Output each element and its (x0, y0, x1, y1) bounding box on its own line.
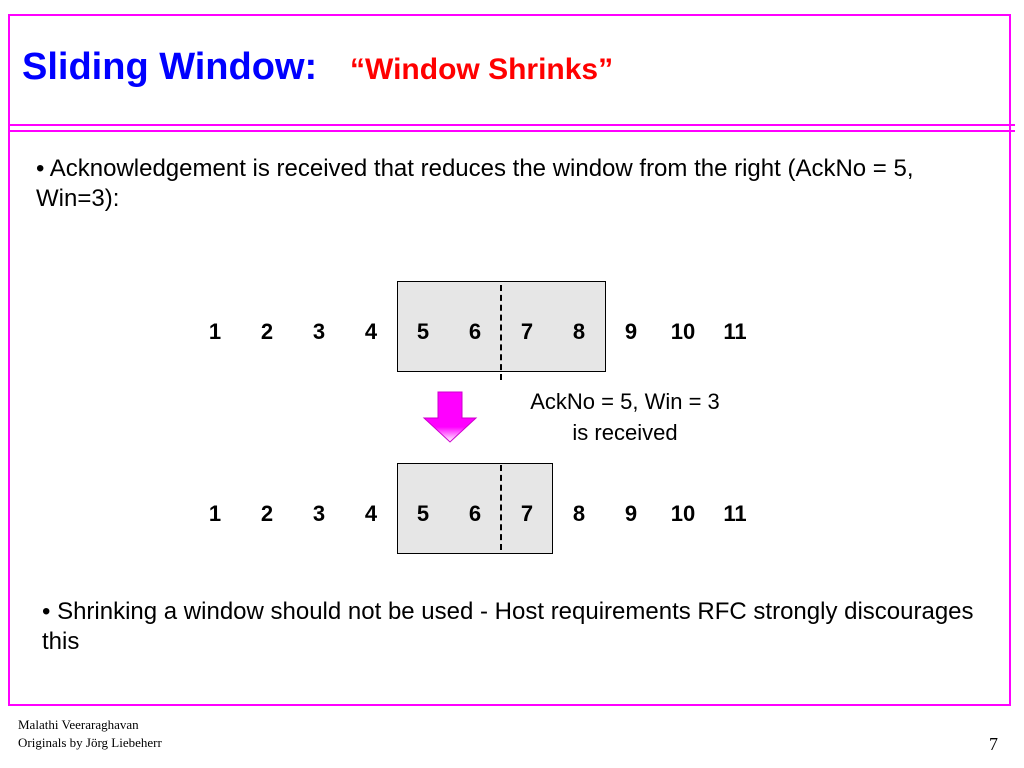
bullet-acknowledgement: • Acknowledgement is received that reduc… (36, 155, 914, 212)
seq-number: 7 (520, 501, 534, 526)
seq-number: 9 (624, 501, 638, 526)
bullet-shrinking: • Shrinking a window should not be used … (42, 598, 974, 655)
window-divider-before (500, 285, 502, 380)
slide-frame (8, 14, 1011, 706)
title-divider-top (8, 124, 1015, 126)
window-after (397, 463, 553, 554)
seq-number: 4 (364, 501, 378, 526)
ack-caption-line1: AckNo = 5, Win = 3 (530, 389, 720, 414)
seq-number: 1 (208, 501, 222, 526)
title-sub: “Window Shrinks” (350, 53, 614, 86)
seq-number: 6 (468, 319, 482, 344)
seq-number: 7 (520, 319, 534, 344)
footer-author: Malathi Veeraraghavan Originals by Jörg … (18, 716, 162, 752)
seq-number: 5 (416, 319, 430, 344)
seq-number: 2 (260, 319, 274, 344)
footer-author-line2: Originals by Jörg Liebeherr (18, 735, 162, 750)
title-divider-bottom (8, 130, 1015, 132)
seq-number: 3 (312, 319, 326, 344)
seq-number: 10 (670, 319, 696, 344)
seq-number: 10 (670, 501, 696, 526)
footer-author-line1: Malathi Veeraraghavan (18, 717, 139, 732)
slide-title: Sliding Window: “Window Shrinks” (22, 46, 613, 89)
seq-number: 6 (468, 501, 482, 526)
seq-number: 5 (416, 501, 430, 526)
ack-caption-line2: is received (572, 420, 678, 445)
arrow-down-icon (422, 391, 478, 443)
page-number: 7 (989, 734, 998, 754)
seq-number: 4 (364, 319, 378, 344)
seq-number: 8 (572, 501, 586, 526)
title-main: Sliding Window: (22, 46, 318, 88)
seq-number: 2 (260, 501, 274, 526)
seq-number: 3 (312, 501, 326, 526)
seq-number: 9 (624, 319, 638, 344)
seq-number: 1 (208, 319, 222, 344)
ack-caption: AckNo = 5, Win = 3 is received (490, 386, 760, 448)
seq-number: 11 (723, 501, 747, 526)
seq-number: 11 (723, 319, 747, 344)
seq-number: 8 (572, 319, 586, 344)
window-divider-after (500, 465, 502, 550)
